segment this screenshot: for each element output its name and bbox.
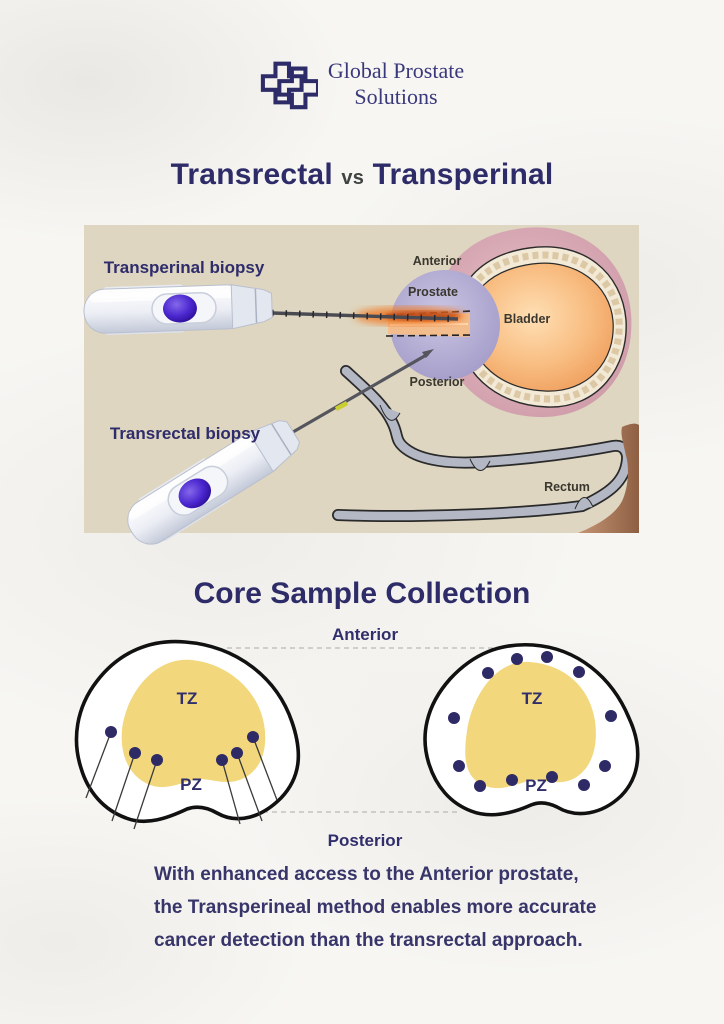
title-word1: Transrectal [170, 158, 333, 191]
title-word2: Transperinal [372, 158, 554, 191]
logo-line2: Solutions [354, 84, 438, 109]
core-sample-dot [129, 747, 141, 759]
pz-label: PZ [180, 775, 202, 794]
anatomy-illustration: Transperinal biopsy Transrectal biopsy A… [83, 225, 639, 545]
needle-tip [422, 349, 434, 358]
core-sample-heading: Core Sample Collection [193, 577, 531, 610]
transrectal-core-diagram: TZ PZ [74, 639, 301, 824]
core-sample-dot [546, 771, 558, 783]
transperineal-needle [271, 311, 459, 321]
needle-track [133, 759, 158, 830]
core-sample-dot [448, 712, 460, 724]
core-sample-dot [506, 774, 518, 786]
core-sample-dot [474, 780, 486, 792]
needle-yellow-marker [334, 401, 349, 411]
bladder-wall-texture [458, 251, 623, 403]
bladder-interior [467, 262, 614, 392]
transrectal-biopsy-gun [127, 420, 301, 545]
rectum-fold [574, 497, 594, 510]
logo-line1: Global Prostate [327, 58, 465, 83]
footer-line2: the Transperineal method enables more ac… [154, 897, 597, 918]
core-sample-dot [231, 747, 243, 759]
core-sample-dot [511, 653, 523, 665]
needle-track [111, 752, 136, 822]
core-sample-dot [578, 779, 590, 791]
needle-track [236, 752, 263, 822]
perianal-skin [578, 423, 639, 533]
core-sample-dot [541, 651, 553, 663]
trigger-button [162, 294, 197, 323]
transrectal-needle [292, 352, 429, 434]
needle-track [221, 759, 241, 825]
core-sample-dot [453, 760, 465, 772]
footer-line3: cancer detection than the transrectal ap… [154, 930, 583, 951]
bladder-label: Bladder [504, 312, 551, 326]
logo: Global Prostate Solutions [0, 56, 724, 112]
core-sample-dot [216, 754, 228, 766]
anterior-axis-label: Anterior [332, 625, 399, 644]
core-sample-dot [573, 666, 585, 678]
core-sample-dot [247, 731, 259, 743]
pz-label: PZ [525, 776, 547, 795]
rectum-label: Rectum [544, 480, 590, 494]
needle-track [252, 736, 278, 801]
core-sample-dot [482, 667, 494, 679]
interlocking-crosses-icon [260, 61, 318, 110]
channel-dash-bottom [385, 334, 473, 337]
tz-label: TZ [177, 689, 198, 708]
needle-track [85, 731, 112, 799]
tz-label: TZ [522, 689, 543, 708]
anterior-label: Anterior [413, 254, 462, 268]
transperineal-core-diagram: TZ PZ [423, 642, 640, 817]
footer-text: With enhanced access to the Anterior pro… [154, 858, 614, 957]
rectum-fold [379, 404, 401, 421]
posterior-axis-label: Posterior [328, 831, 403, 850]
transperineal-biopsy-gun [83, 284, 273, 336]
prostate-label: Prostate [408, 285, 458, 299]
transperineal-biopsy-label: Transperinal biopsy [104, 258, 265, 277]
rectum-fold [469, 458, 491, 471]
page-title: Transrectal vs Transperinal [0, 158, 724, 192]
core-sample-figure: TZ PZ TZ PZ Anterior Posterior [74, 625, 640, 850]
title-vs: vs [341, 167, 365, 189]
footer-line1: With enhanced access to the Anterior pro… [154, 864, 579, 885]
core-sample-dot [105, 726, 117, 738]
core-sample-dot [605, 710, 617, 722]
rectum-wall [333, 366, 632, 521]
trigger-button [178, 478, 212, 509]
logo-text: Global Prostate Solutions [328, 58, 464, 110]
posterior-label: Posterior [410, 375, 465, 389]
core-sample-dot [599, 760, 611, 772]
transition-zone [465, 661, 596, 789]
core-sample-dot [151, 754, 163, 766]
transrectal-biopsy-label: Transrectal biopsy [110, 424, 261, 443]
